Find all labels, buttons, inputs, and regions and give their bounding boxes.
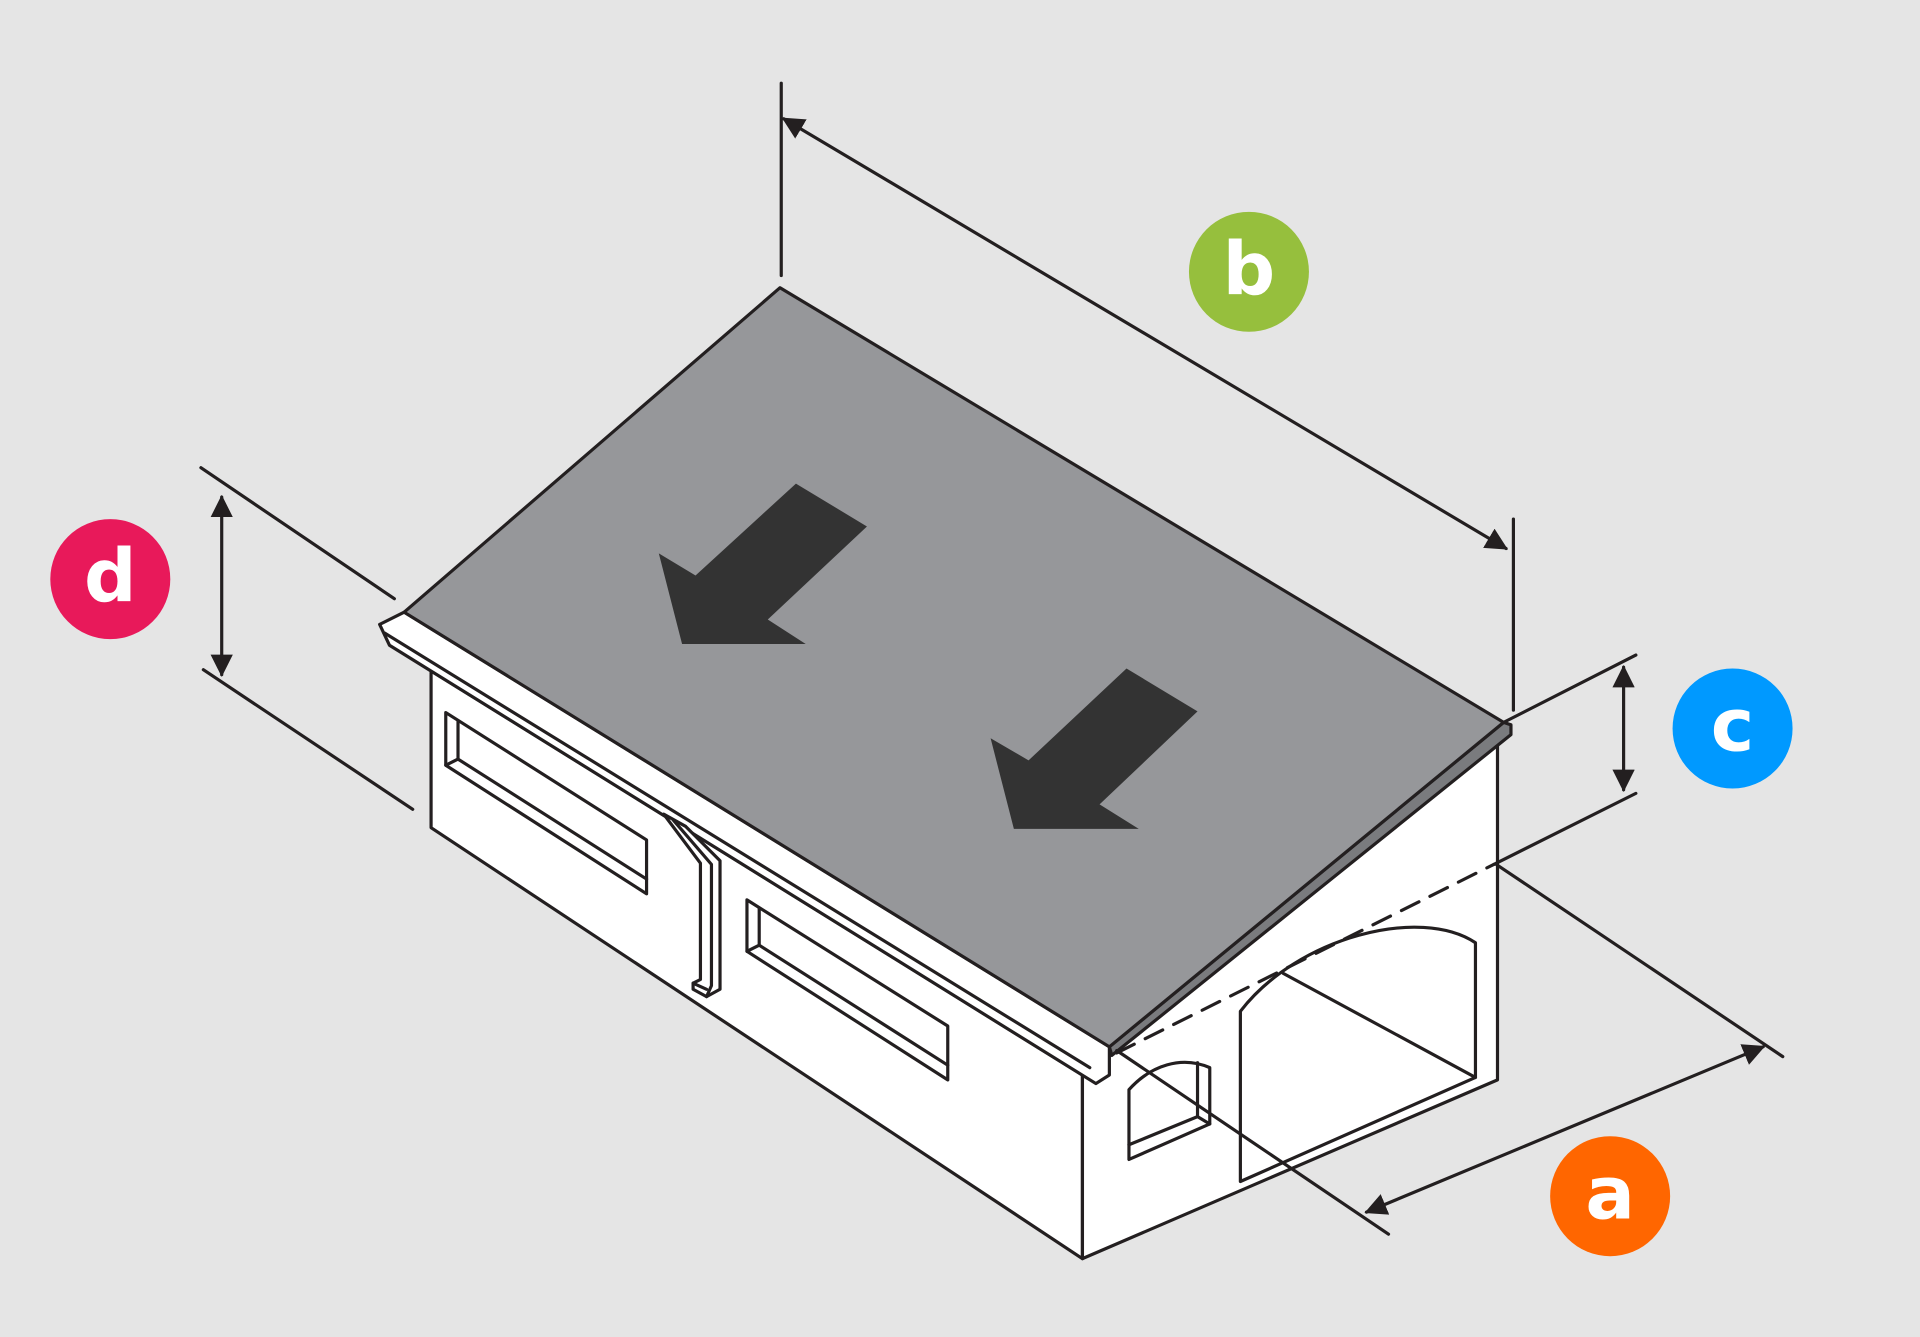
- window-left-1: [444, 710, 649, 896]
- label-b-badge: b: [1188, 211, 1309, 332]
- dimension-lines: [199, 81, 1785, 1236]
- small-window: [1127, 1060, 1212, 1162]
- downspout: [662, 812, 722, 999]
- label-b: b: [1223, 227, 1276, 312]
- label-d-badge: d: [50, 519, 171, 640]
- label-d: d: [84, 534, 137, 619]
- slope-arrow-icon: [990, 668, 1198, 829]
- window-left-2: [745, 898, 950, 1082]
- roof: [402, 286, 1513, 1057]
- label-c-badge: c: [1672, 668, 1793, 789]
- label-a: a: [1585, 1151, 1635, 1236]
- label-a-badge: a: [1550, 1136, 1671, 1257]
- label-c: c: [1711, 684, 1755, 769]
- building: [378, 610, 1500, 1261]
